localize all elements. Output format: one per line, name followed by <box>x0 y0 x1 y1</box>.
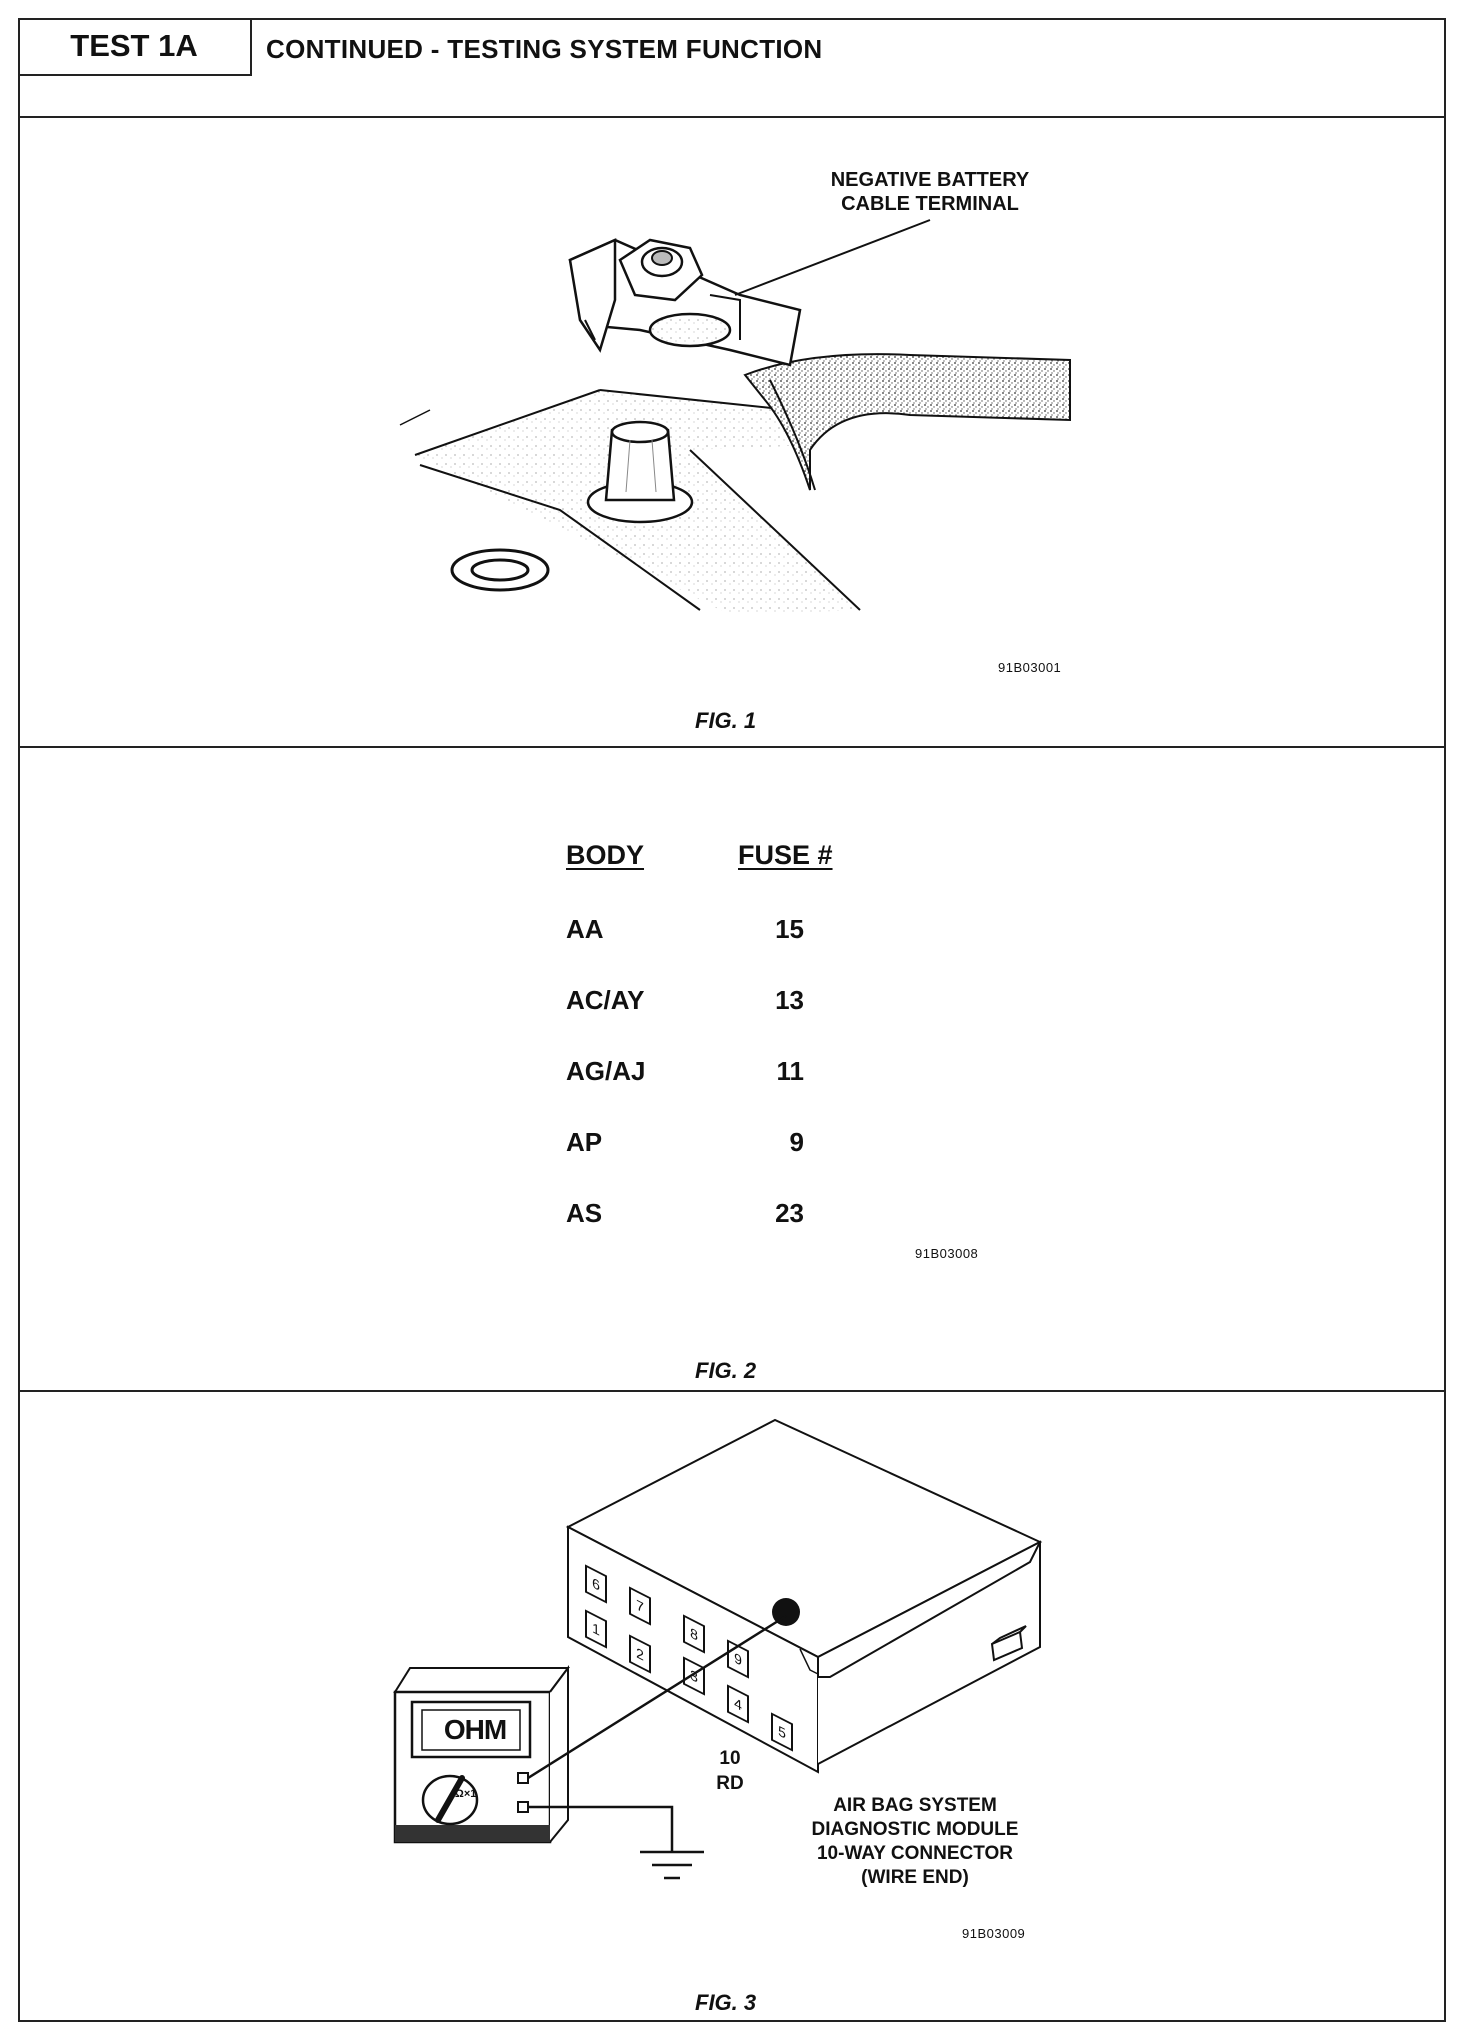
callout-line1: NEGATIVE BATTERY <box>830 169 1030 191</box>
table-cell-fuse: 11 <box>776 1056 805 1086</box>
table-cell-body: AC/AY <box>566 985 645 1015</box>
page-frame <box>18 18 1446 2022</box>
table-cell-body: AP <box>566 1127 603 1157</box>
table-cell-fuse: 13 <box>775 985 804 1015</box>
meter-and-leads <box>393 1614 787 1880</box>
meter-range-label: Ω×1 <box>455 1788 477 1800</box>
connector-label-line3: 10-WAY CONNECTOR <box>816 1843 1014 1864</box>
header-divider <box>18 116 1446 118</box>
page-title: CONTINUED - TESTING SYSTEM FUNCTION <box>266 34 823 64</box>
figure-code: 91B03009 <box>962 1926 1026 1941</box>
table-cell-body: AS <box>566 1198 603 1228</box>
section-divider <box>18 1390 1446 1392</box>
meter-display: OHM <box>443 1714 507 1745</box>
battery-terminal-illustration <box>399 219 1071 615</box>
callout-line2: CABLE TERMINAL <box>841 193 1019 215</box>
table-cell-fuse: 15 <box>775 914 804 944</box>
figure-code: 91B03001 <box>998 660 1062 675</box>
figure-caption: FIG. 1 <box>695 708 757 733</box>
connector-label-line4: (WIRE END) <box>861 1867 969 1888</box>
connector-label-line2: DIAGNOSTIC MODULE <box>811 1819 1019 1840</box>
test-label: TEST 1A <box>18 18 252 76</box>
column-header-body: BODY <box>566 840 645 870</box>
figure-caption: FIG. 2 <box>695 1358 757 1383</box>
figure-code: 91B03008 <box>915 1246 979 1261</box>
table-cell-fuse: 9 <box>789 1127 804 1157</box>
connector-label-line1: AIR BAG SYSTEM <box>833 1795 997 1816</box>
column-header-fuse: FUSE # <box>738 840 833 870</box>
section-divider <box>18 746 1446 748</box>
wire-label-line2: RD <box>716 1773 744 1794</box>
table-cell-body: AA <box>566 914 604 944</box>
wire-label-line1: 10 <box>719 1748 741 1769</box>
table-cell-body: AG/AJ <box>566 1056 646 1086</box>
table-cell-fuse: 23 <box>775 1198 804 1228</box>
figure-caption: FIG. 3 <box>695 1990 757 2015</box>
